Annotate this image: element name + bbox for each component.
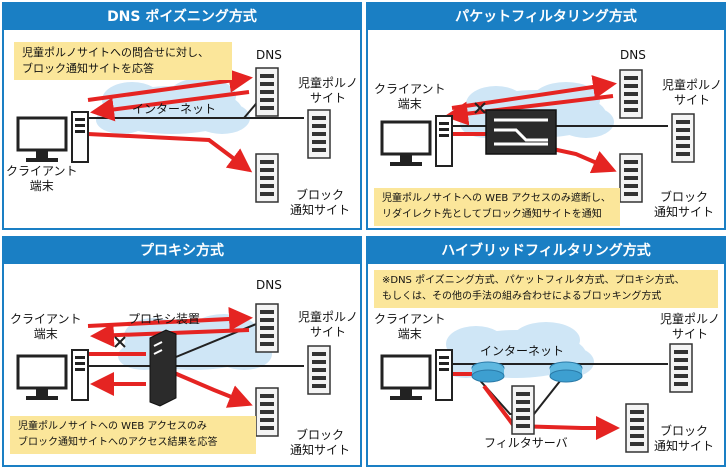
- porn-site-label: 児童ポルノ サイト: [298, 76, 358, 106]
- porn-site-label: 児童ポルノ サイト: [298, 310, 358, 340]
- client-label: クライアント 端末: [10, 312, 82, 342]
- arrow-to-block-site: [482, 384, 620, 440]
- note-line: ブロック通知サイトを応答: [22, 62, 154, 75]
- panel-title: DNS ポイズニング方式: [4, 4, 360, 30]
- server-icon: [669, 343, 693, 393]
- packet-note: 児童ポルノサイトへの WEB アクセスのみ遮断し、 リダイレクト先としてブロック…: [374, 188, 620, 226]
- internet-label: インターネット: [480, 344, 565, 358]
- block-site-label-line: ブロック: [660, 190, 709, 204]
- note-line: 児童ポルノサイトへの問合せに対し、: [22, 46, 209, 59]
- block-site-label-line: ブロック: [296, 428, 345, 442]
- server-icon: [307, 109, 331, 159]
- server-icon: [511, 385, 535, 435]
- server-icon: [307, 345, 331, 395]
- proxy-note: 児童ポルノサイトへの WEB アクセスのみ ブロック通知サイトへのアクセス結果を…: [10, 416, 256, 454]
- server-icon: [625, 403, 649, 453]
- dns-poisoning-panel: DNS ポイズニング方式 児童ポルノサイトへの問合せに対し、 ブロック通知サイト…: [2, 2, 362, 230]
- porn-site-label-line: 児童ポルノ: [298, 76, 359, 90]
- server-icon: [255, 387, 279, 437]
- proxy-label: プロキシ装置: [128, 312, 201, 326]
- packet-filtering-panel: パケットフィルタリング方式 DNS クライアント 端末 児童ポルノ サイト ブロ…: [366, 2, 726, 230]
- computer-icon: [380, 114, 454, 168]
- internet-label: インターネット: [132, 102, 217, 116]
- client-label-line: 端末: [29, 179, 54, 193]
- client-label: クライアント 端末: [374, 312, 446, 342]
- porn-site-label-line: サイト: [674, 93, 711, 107]
- server-icon: [255, 67, 279, 117]
- hybrid-panel: ハイブリッドフィルタリング方式 ※DNS ポイズニング方式、パケットフィルタ方式…: [366, 236, 726, 467]
- client-label-line: クライアント: [6, 164, 78, 178]
- panel-title: パケットフィルタリング方式: [368, 4, 724, 30]
- porn-site-label-line: 児童ポルノ: [298, 310, 359, 324]
- computer-icon: [380, 348, 454, 402]
- proxy-diagram: [16, 303, 331, 437]
- arrow-to-dns: [87, 68, 253, 102]
- server-icon: [255, 153, 279, 203]
- dns-label: DNS: [620, 48, 646, 62]
- proxy-device-icon: [149, 329, 177, 407]
- arrow-to-block-site: [547, 146, 617, 174]
- client-label-line: 端末: [397, 327, 422, 341]
- dns-label: DNS: [256, 48, 282, 62]
- note-line: もしくは、その他の手法の組み合わせによるブロッキング方式: [382, 291, 662, 302]
- hybrid-note: ※DNS ポイズニング方式、パケットフィルタ方式、プロキシ方式、 もしくは、その…: [374, 270, 718, 308]
- client-label: クライアント 端末: [6, 164, 78, 194]
- dns-diagram: [16, 67, 331, 203]
- client-label-line: クライアント: [10, 312, 82, 326]
- router-icon: [549, 361, 583, 383]
- server-icon: [255, 303, 279, 353]
- note-line: 児童ポルノサイトへの WEB アクセスのみ: [18, 421, 207, 432]
- server-icon: [671, 113, 695, 163]
- client-label-line: 端末: [33, 327, 58, 341]
- porn-site-label-line: サイト: [310, 91, 347, 105]
- computer-icon: [16, 110, 90, 164]
- arrow-to-dns: [87, 307, 253, 331]
- x-mark-icon: [114, 336, 126, 348]
- block-site-label: ブロック 通知サイト: [290, 428, 350, 458]
- block-site-label-line: 通知サイト: [654, 205, 715, 219]
- block-site-label: ブロック 通知サイト: [654, 424, 714, 454]
- note-line: ブロック通知サイトへのアクセス結果を応答: [18, 437, 218, 448]
- note-line: ※DNS ポイズニング方式、パケットフィルタ方式、プロキシ方式、: [382, 275, 685, 286]
- computer-icon: [16, 348, 90, 402]
- porn-site-label-line: サイト: [310, 325, 347, 339]
- server-icon: [619, 153, 643, 203]
- arrow-from-dns: [90, 90, 250, 122]
- arrow-to-block-site: [87, 132, 253, 173]
- panel-title: ハイブリッドフィルタリング方式: [368, 238, 724, 264]
- router-icon: [471, 361, 505, 383]
- packet-diagram: [380, 69, 695, 203]
- block-site-label: ブロック 通知サイト: [290, 188, 350, 218]
- hybrid-diagram: [380, 322, 693, 453]
- note-line: 児童ポルノサイトへの WEB アクセスのみ遮断し、: [382, 193, 611, 204]
- arrow-to-block-site: [171, 370, 253, 408]
- server-icon: [619, 69, 643, 119]
- dns-note: 児童ポルノサイトへの問合せに対し、 ブロック通知サイトを応答: [14, 42, 232, 80]
- client-label-line: クライアント: [374, 82, 446, 96]
- block-site-label: ブロック 通知サイト: [654, 190, 714, 220]
- note-line: リダイレクト先としてブロック通知サイトを通知: [382, 209, 602, 220]
- porn-site-label-line: 児童ポルノ: [662, 78, 723, 92]
- block-site-label-line: ブロック: [660, 424, 709, 438]
- porn-site-label: 児童ポルノ サイト: [660, 312, 720, 342]
- porn-site-label-line: 児童ポルノ: [660, 312, 721, 326]
- block-site-label-line: 通知サイト: [290, 443, 351, 457]
- filter-device-icon: [485, 109, 557, 155]
- block-site-label-line: 通知サイト: [654, 439, 715, 453]
- porn-site-label: 児童ポルノ サイト: [662, 78, 722, 108]
- proxy-panel: プロキシ方式 DNS クライアント 端末 プロキシ装置 児童ポルノ サイト ブロ…: [2, 236, 362, 467]
- block-site-label-line: ブロック: [296, 188, 345, 202]
- client-label-line: 端末: [397, 97, 422, 111]
- filter-server-label: フィルタサーバ: [484, 436, 568, 450]
- panel-title: プロキシ方式: [4, 238, 360, 264]
- arrow-to-dns: [451, 75, 617, 110]
- porn-site-label-line: サイト: [672, 327, 709, 341]
- block-site-label-line: 通知サイト: [290, 203, 351, 217]
- dns-label: DNS: [256, 278, 282, 292]
- client-label: クライアント 端末: [374, 82, 446, 112]
- client-label-line: クライアント: [374, 312, 446, 326]
